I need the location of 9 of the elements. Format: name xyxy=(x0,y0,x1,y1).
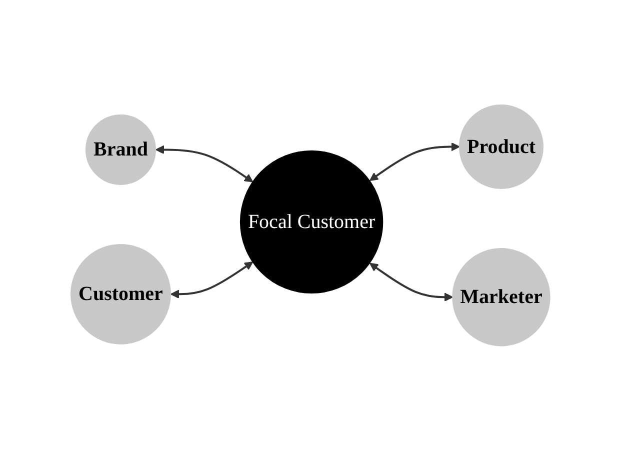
arrow xyxy=(156,144,254,182)
arrow xyxy=(170,261,254,298)
node-circle: Focal Customer xyxy=(240,150,384,294)
node-circle: Product xyxy=(459,104,544,189)
node-circle: Brand xyxy=(86,114,156,185)
arrow xyxy=(370,262,454,302)
arrow xyxy=(370,142,460,181)
node-circle: Customer xyxy=(70,244,172,344)
node-circle: Marketer xyxy=(452,248,550,346)
